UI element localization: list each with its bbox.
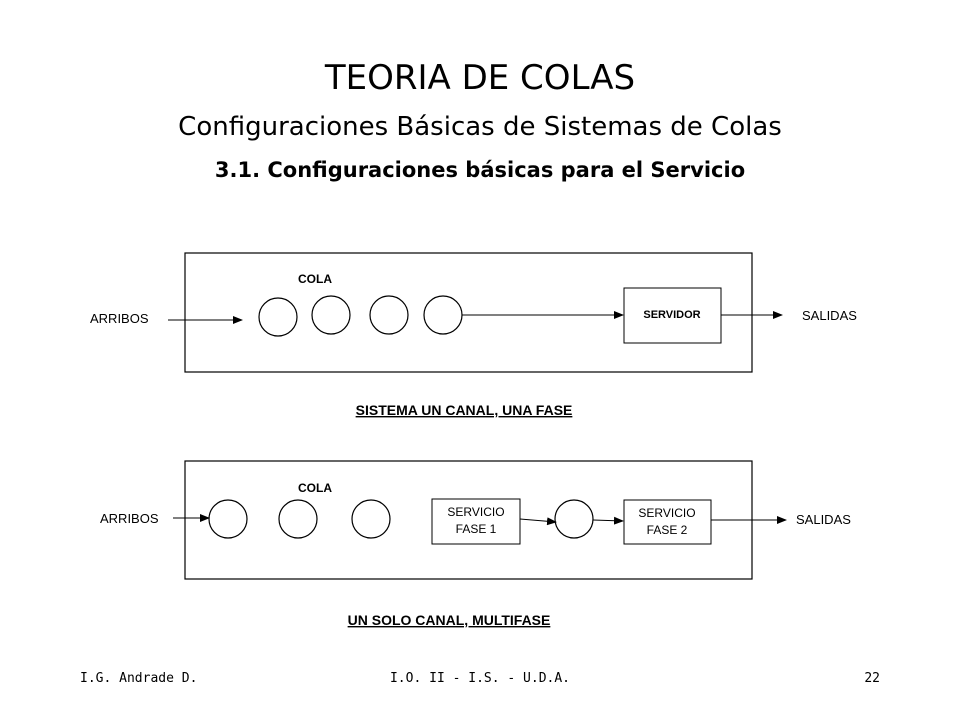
footer-author: I.G. Andrade D. [80, 671, 198, 686]
service-phase-1-box [431, 498, 521, 545]
service-phase-2-line1: SERVICIO [638, 506, 695, 520]
arrivals-label-2: ARRIBOS [100, 511, 159, 526]
customer-circle [351, 499, 391, 539]
service-phase-2-box [623, 499, 712, 545]
customer-circle [208, 499, 248, 539]
service-phase-1-line1: SERVICIO [447, 505, 504, 519]
customer-circle [423, 295, 463, 335]
service-phase-2-line2: FASE 2 [647, 523, 688, 537]
page-title: TEORIA DE COLAS [324, 58, 636, 98]
diagram-caption-2: UN SOLO CANAL, MULTIFASE [348, 612, 551, 628]
footer-page-number: 22 [864, 671, 880, 686]
service-phase-1-line2: FASE 1 [456, 522, 497, 536]
server-box [623, 287, 722, 344]
customer-circle [258, 297, 298, 337]
footer-course: I.O. II - I.S. - U.D.A. [389, 671, 570, 686]
customer-circle [278, 499, 318, 539]
customer-circle [369, 295, 409, 335]
exits-label-1: SALIDAS [802, 308, 857, 323]
phase1-to-queue-arrow [519, 517, 557, 526]
customer-circle [311, 295, 351, 335]
queue-label-1: COLA [298, 272, 332, 286]
section-heading: 3.1. Configuraciones básicas para el Ser… [214, 158, 746, 182]
page-subtitle: Configuraciones Básicas de Sistemas de C… [178, 112, 782, 142]
exits-label-2: SALIDAS [796, 512, 851, 527]
arrivals-label-1: ARRIBOS [90, 311, 149, 326]
queue-label-2: COLA [298, 481, 332, 495]
customer-circle [554, 499, 594, 539]
queue-to-phase2-arrow [592, 516, 624, 525]
system-frame-1 [184, 252, 753, 373]
server-label: SERVIDOR [643, 309, 700, 321]
diagram-caption-1: SISTEMA UN CANAL, UNA FASE [356, 402, 573, 418]
